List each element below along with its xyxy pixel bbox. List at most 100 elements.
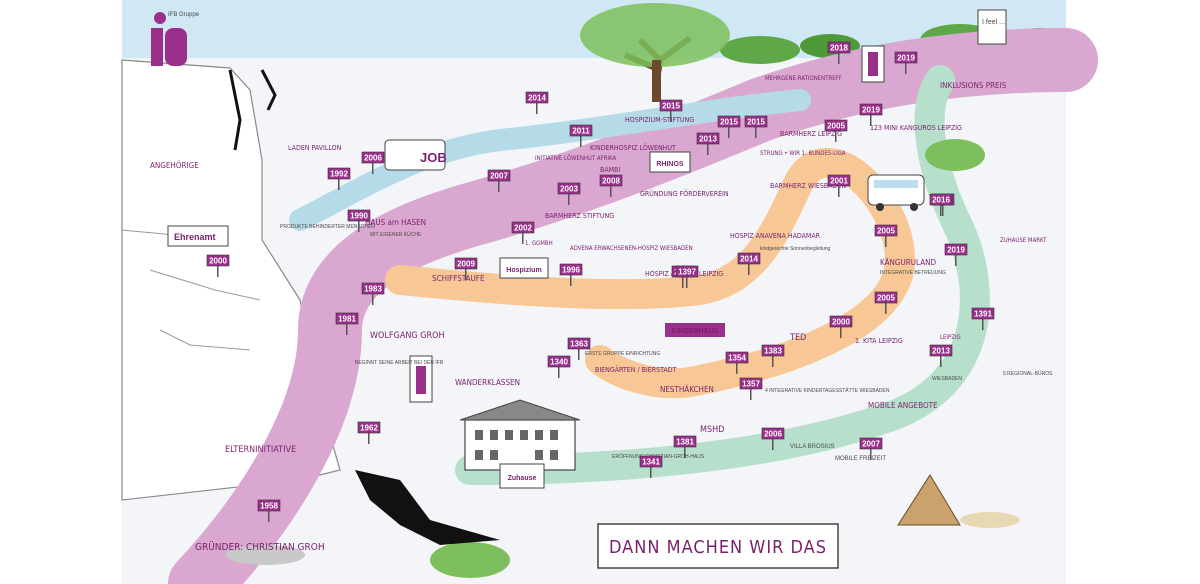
year-sign-post xyxy=(578,348,580,360)
year-sign-text: 2005 xyxy=(877,294,895,303)
label-barmherz-stiftung: BARMHERZ STIFTUNG xyxy=(545,212,614,220)
year-sign-post xyxy=(940,204,942,216)
bush-right xyxy=(925,139,985,171)
year-sign-text: 2015 xyxy=(662,102,680,111)
year-sign-post xyxy=(885,235,887,247)
year-sign-text: 2013 xyxy=(932,347,950,356)
year-sign-post xyxy=(570,274,572,286)
label-advena: ADVENA ERWACHSENEN-HOSPIZ WIESBADEN xyxy=(570,245,693,252)
year-sign-text: 2005 xyxy=(877,227,895,236)
cliff-crack xyxy=(228,69,277,151)
year-sign-text: 1981 xyxy=(338,315,356,324)
year-sign: 2000 xyxy=(206,254,230,277)
year-sign-text: 2003 xyxy=(560,185,578,194)
label-villa: VILLA BROSIUS xyxy=(790,444,835,450)
label-mobile-angebote: MOBILE ANGEBOTE xyxy=(868,401,938,410)
year-sign-board xyxy=(725,351,749,364)
label-bambi: BAMBI xyxy=(600,166,620,174)
year-sign-text: 2000 xyxy=(209,257,227,266)
bush-bottom xyxy=(430,542,510,578)
label-kaenguruland: KÄNGURULAND xyxy=(880,257,936,267)
year-sign-board xyxy=(737,252,761,265)
label-ggmbh: 1. GGMBH xyxy=(525,240,553,247)
year-sign-post xyxy=(955,254,957,266)
year-sign-board xyxy=(859,103,883,116)
year-sign-board xyxy=(454,257,478,270)
abyss xyxy=(355,470,500,545)
year-sign-board xyxy=(567,337,591,350)
year-sign-text: 2015 xyxy=(720,118,738,127)
year-sign: 2008 xyxy=(599,174,623,197)
year-sign-post xyxy=(522,232,524,244)
year-sign-text: 2019 xyxy=(947,246,965,255)
year-sign-text: 2015 xyxy=(747,118,765,127)
year-sign-post xyxy=(368,432,370,444)
year-sign-text: 2007 xyxy=(490,172,508,181)
barn xyxy=(897,474,1020,528)
label-leipzig: LEIPZIG xyxy=(940,334,961,341)
year-sign-board xyxy=(874,224,898,237)
year-sign-board xyxy=(675,265,699,278)
i-feel-easel: I feel ... xyxy=(977,9,1007,45)
year-sign-board xyxy=(361,151,385,164)
year-sign-post xyxy=(670,110,672,122)
year-sign-post xyxy=(610,185,612,197)
year-sign-post xyxy=(982,318,984,330)
year-sign-board xyxy=(257,499,281,512)
year-sign-board xyxy=(347,209,371,222)
label-generationentreff: MEHRGENE-RATIONENTREFF xyxy=(765,75,842,82)
bus xyxy=(867,174,925,211)
hospizium-sign-text: Hospizium xyxy=(506,267,541,274)
year-sign-post xyxy=(728,126,730,138)
year-sign: 2015 xyxy=(717,115,741,138)
path-orange xyxy=(385,148,916,399)
year-sign-text: 1397 xyxy=(678,268,696,277)
label-zuhause-markt: ZUHAUSE MARKT xyxy=(1000,237,1047,244)
year-sign: 1990 xyxy=(347,209,371,232)
year-sign: 2005 xyxy=(874,224,898,247)
year-sign-board xyxy=(929,344,953,357)
year-sign: 2002 xyxy=(511,221,535,244)
year-sign-post xyxy=(838,52,840,64)
label-schiffstaufe: SCHIFFSTAUFE xyxy=(432,274,485,283)
year-sign: 1341 xyxy=(639,455,663,478)
year-sign-post xyxy=(580,135,582,147)
year-sign-post xyxy=(268,510,270,522)
big-tree xyxy=(580,3,730,102)
year-sign-board xyxy=(206,254,230,267)
year-sign-text: 1996 xyxy=(562,266,580,275)
year-sign-text: 1958 xyxy=(260,502,278,511)
label-kindergerechte: kindgerechte Sonnenbegleitung xyxy=(760,246,831,252)
year-sign: 1391 xyxy=(971,307,995,330)
year-sign-board xyxy=(599,174,623,187)
year-sign: 1992 xyxy=(327,167,351,190)
label-mshd: MSHD xyxy=(700,425,724,435)
label-produkte: PRODUKTE BEHINDERTER MENSCHEN xyxy=(280,224,375,230)
year-sign: 2007 xyxy=(487,169,511,192)
year-sign-board xyxy=(525,91,549,104)
kinderhaus-flag-text: KINDERHAUS xyxy=(672,328,719,335)
label-erste-gruppe: ERSTE GRUPPE EINRICHTUNG xyxy=(585,351,660,357)
ifb-logo-text: IFB Gruppe xyxy=(168,12,200,18)
label-regionalbueros: 5 REGIONAL-BÜROS xyxy=(1003,370,1053,377)
year-sign: 2014 xyxy=(737,252,761,275)
year-sign-text: 2018 xyxy=(830,44,848,53)
year-sign-post xyxy=(346,323,348,335)
year-sign-board xyxy=(639,455,663,468)
year-sign: 1962 xyxy=(357,421,381,444)
year-sign: 1981 xyxy=(335,312,359,335)
year-sign-board xyxy=(827,41,851,54)
year-sign-post xyxy=(338,178,340,190)
year-sign-board xyxy=(739,377,763,390)
year-signposts: 1958196219811983199019921996200020002001… xyxy=(206,41,995,522)
year-sign-board xyxy=(696,132,720,145)
year-sign: 2013 xyxy=(929,344,953,367)
year-sign-post xyxy=(870,448,872,460)
ifb-sign-top xyxy=(861,45,885,83)
year-sign: 2014 xyxy=(525,91,549,114)
year-sign: 2005 xyxy=(824,119,848,142)
year-sign: 2003 xyxy=(557,182,581,205)
year-sign-board xyxy=(824,119,848,132)
job-sign-text: JOB xyxy=(420,150,447,165)
